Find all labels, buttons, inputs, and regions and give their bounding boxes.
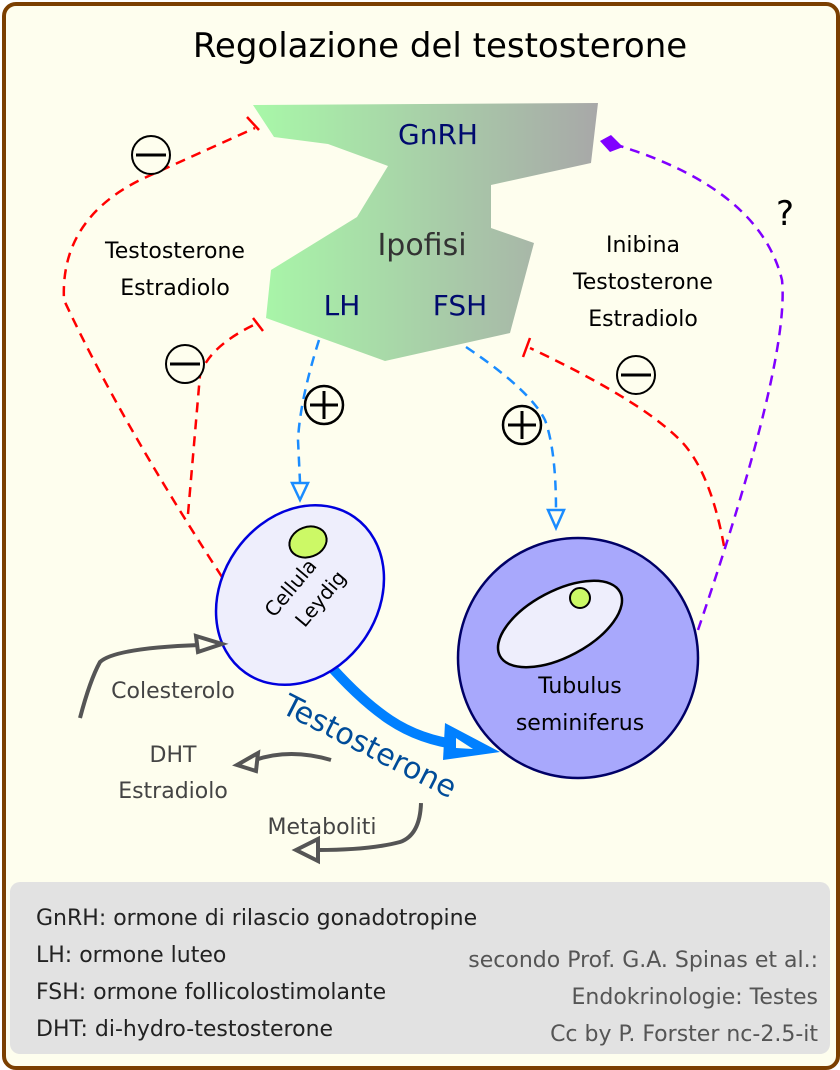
legend-item-gnrh: GnRH: ormone di rilascio gonadotropine [36,906,477,931]
legend-item-dht: DHT: di-hydro-testosterone [36,1017,333,1042]
credit-line-1: secondo Prof. G.A. Spinas et al.: [468,948,818,973]
lh-label: LH [324,289,361,322]
metaboliti-arrowhead-icon [291,835,320,865]
cholesterol-input-arrow [78,643,201,719]
stimulation-arrowhead-icon [290,481,310,503]
tubule-nucleus [569,587,591,609]
left-feedback-label-line2: Estradiolo [120,276,230,301]
metaboliti-label: Metaboliti [267,815,376,840]
inhibition-line-right [529,346,726,547]
left-feedback-label-line1: Testosterone [104,239,245,264]
minus-sign-icon [165,344,205,384]
right-feedback-label-line1: Inibina [606,233,680,258]
fsh-label: FSH [433,289,487,322]
gnrh-label: GnRH [398,118,478,151]
right-feedback-label-line3: Estradiolo [588,307,698,332]
minus-sign-icon [616,355,656,395]
credit-line-2: Endokrinologie: Testes [572,985,818,1010]
metaboliti-output-arrow [317,802,423,852]
minus-sign-icon [131,135,171,175]
inhibition-bar-icon [246,116,260,131]
cholesterol-arrowhead-icon [193,633,229,655]
testosterone-arrowhead-icon [443,723,500,760]
testosterone-arrowhead-inner [456,738,473,749]
estradiolo-output-label: Estradiolo [118,779,228,804]
inhibition-bar-icon [252,317,264,332]
tubule-label-line1: Tubulus [537,674,621,699]
unknown-feedback-diamond-icon [600,135,623,152]
seminiferous-tubule[interactable] [456,536,700,780]
question-mark: ? [776,194,794,234]
dht-output-arrow [254,752,332,762]
pituitary-shape [253,103,598,361]
leydig-cell[interactable] [182,472,419,717]
testosterone-flow-arrow [321,656,461,750]
tubule-cell [496,579,624,669]
dht-arrowhead-icon [232,749,261,774]
plus-sign-icon [501,404,543,446]
right-feedback-label-line2: Testosterone [572,270,713,295]
plus-sign-icon [303,384,345,426]
stimulation-line-fsh [465,345,558,511]
cholesterol-label: Colesterolo [111,679,235,704]
dht-label: DHT [150,743,197,768]
tubule-label-line2: seminiferus [516,711,644,736]
unknown-feedback-line [619,144,784,631]
leydig-nucleus [288,525,328,559]
legend-box [10,882,830,1054]
legend-item-fsh: FSH: ormone follicolostimolante [36,980,386,1005]
inhibition-line-outer-left [62,126,256,578]
stimulation-arrowhead-icon [546,508,566,532]
credit-line-3: Cc by P. Forster nc-2.5-it [550,1022,818,1047]
pituitary-label: Ipofisi [377,228,466,263]
diagram-title: Regolazione del testosterone [193,26,687,66]
legend-item-lh: LH: ormone luteo [36,943,226,968]
inhibition-bar-icon [521,337,532,358]
